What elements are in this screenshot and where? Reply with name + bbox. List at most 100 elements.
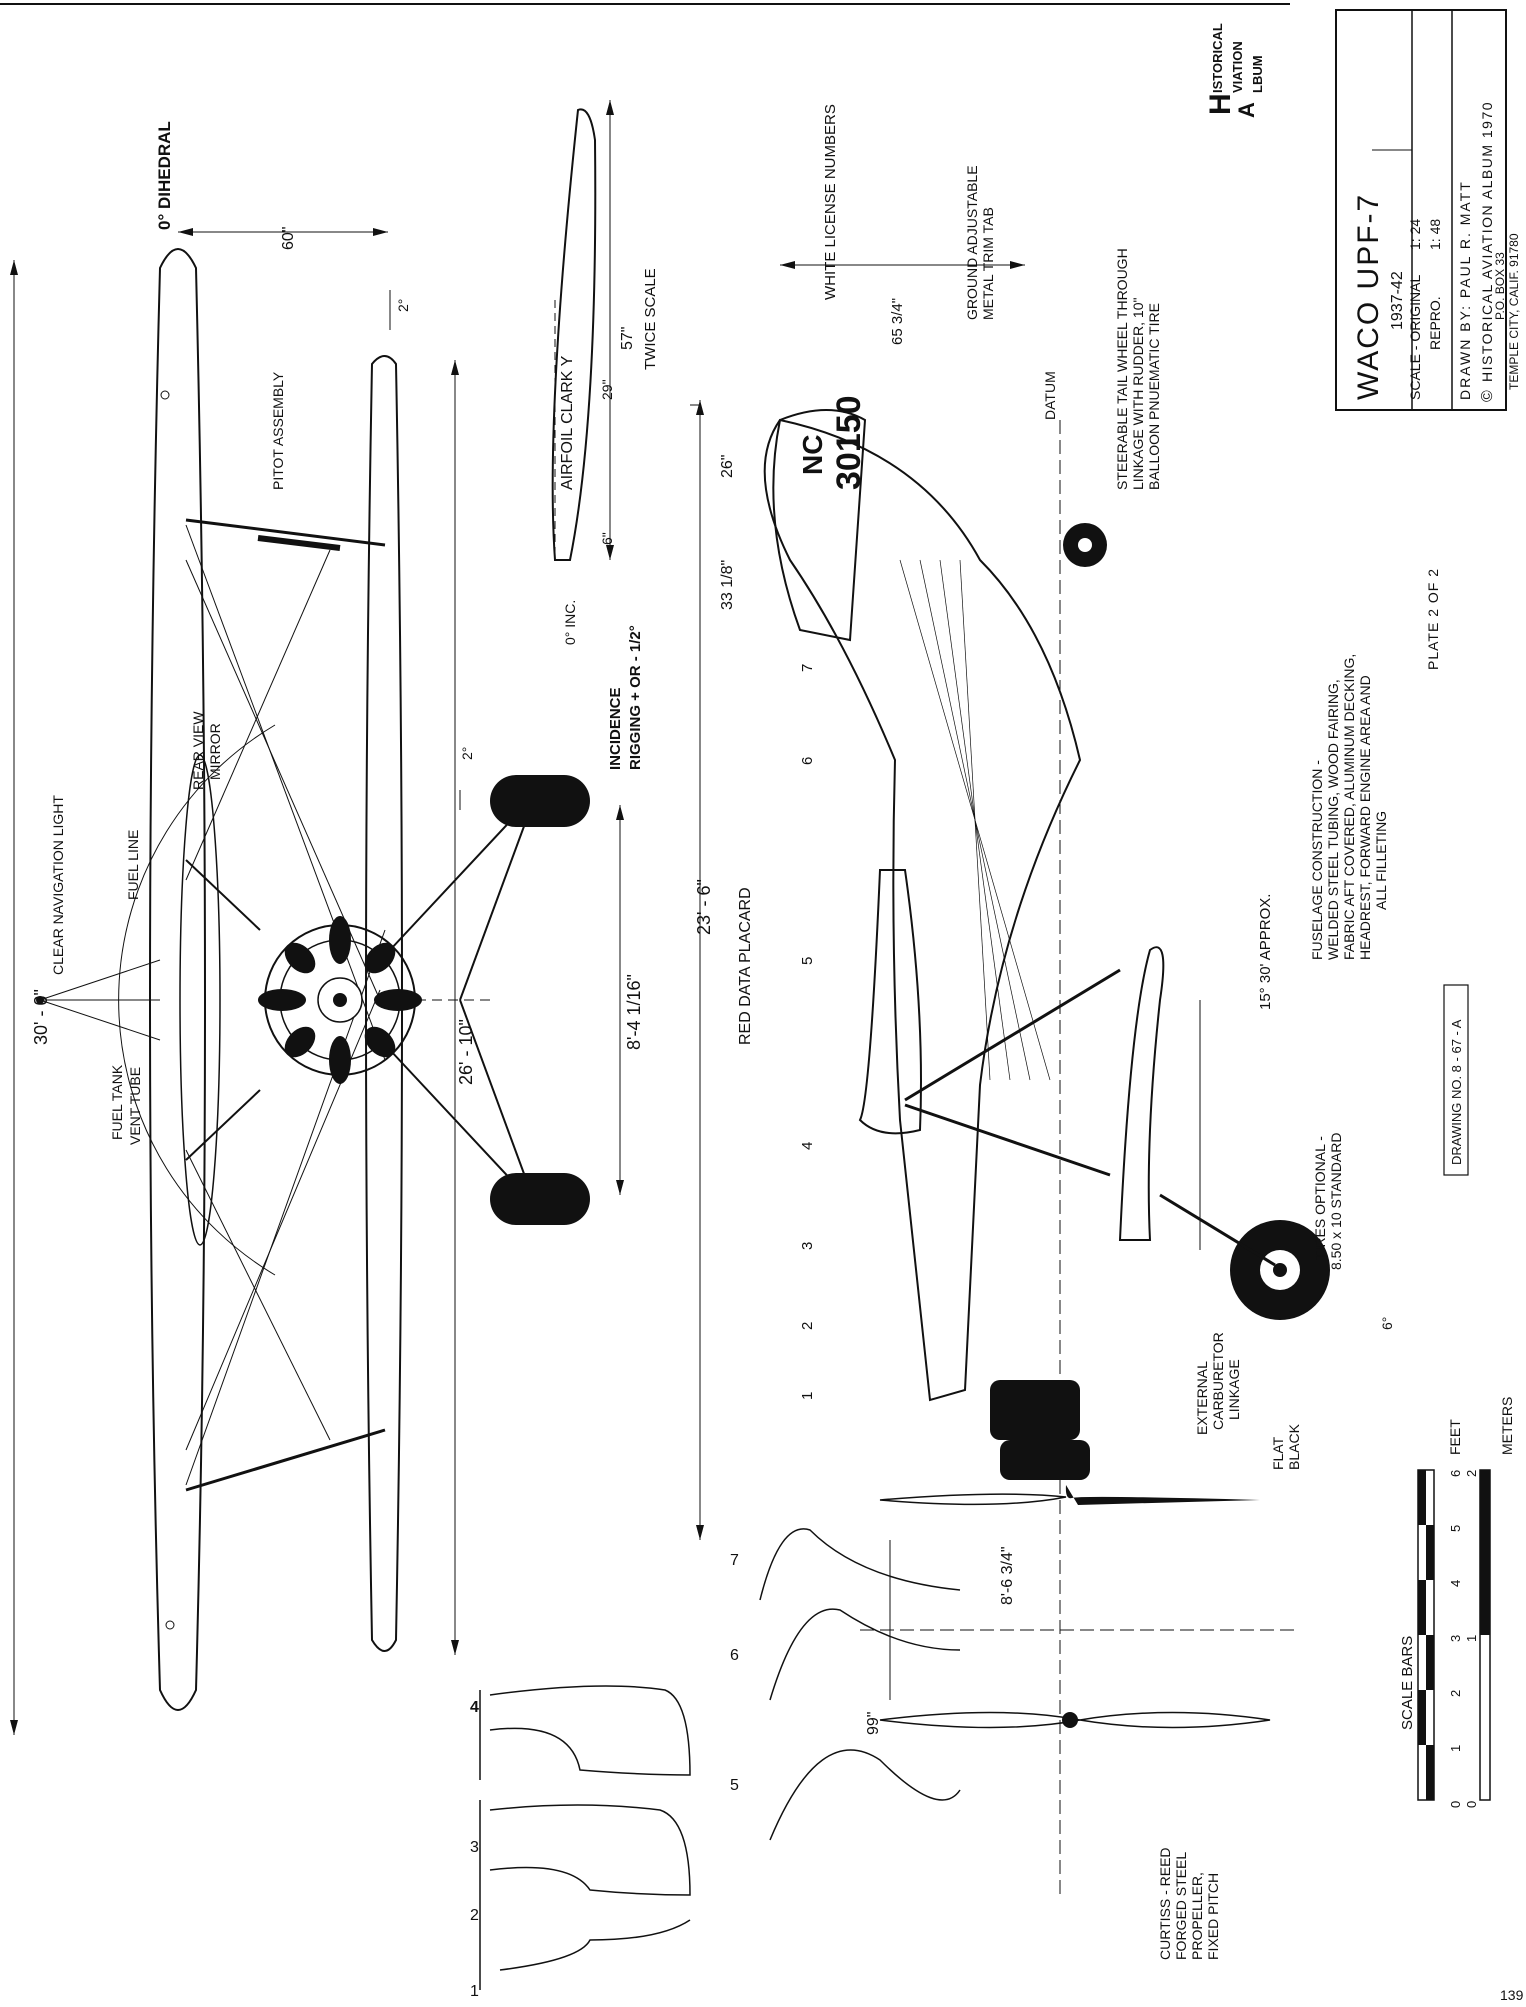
prop-note-1: CURTISS - REED	[1157, 1847, 1173, 1960]
section-labels: 4 3 2 1 7 6 5	[470, 1552, 739, 2000]
station-5: 5	[799, 957, 816, 965]
section-7-shape	[759, 1528, 961, 1601]
feet-tick-3: 3	[1448, 1635, 1463, 1642]
tail-dim: 33 1/8"	[719, 560, 736, 610]
stagger-gear-dim: 2°	[459, 747, 475, 760]
scale-original-value: 1: 24	[1407, 219, 1423, 250]
flat-black-label-2: BLACK	[1286, 1423, 1302, 1470]
carb-label-3: LINKAGE	[1226, 1359, 1242, 1420]
fuselage-note-2: WELDED STEEL TUBING, WOOD FAIRING,	[1325, 679, 1341, 960]
fin-height-dim: 65 3/4"	[889, 298, 906, 345]
tires-label-2: 8.50 x 10 STANDARD	[1328, 1133, 1344, 1270]
side-dimensions	[690, 261, 1300, 1700]
aircraft-years: 1937-42	[1389, 271, 1406, 330]
cross-sections	[479, 1528, 961, 1990]
section-4-shape	[489, 1685, 691, 1776]
tires-label-1: TIRES OPTIONAL -	[1312, 1136, 1328, 1260]
feet-tick-1: 1	[1448, 1745, 1463, 1752]
nav-light-label: CLEAR NAVIGATION LIGHT	[50, 795, 66, 975]
section-label-2: 2	[470, 1907, 479, 1924]
meter-tick-2: 2	[1464, 1470, 1479, 1477]
stagger-top-dim: 2°	[395, 299, 411, 312]
feet-unit: FEET	[1447, 1419, 1463, 1455]
feet-tick-5: 5	[1448, 1525, 1463, 1532]
feet-tick-0: 0	[1448, 1801, 1463, 1808]
scale-bars-title: SCALE BARS	[1399, 1636, 1416, 1730]
station-7: 7	[799, 664, 816, 672]
aircraft-title: WACO UPF-7	[1352, 193, 1385, 400]
section-3-shape	[489, 1804, 691, 1896]
prop-note-2: FORGED STEEL	[1173, 1852, 1189, 1960]
logo-line3: LBUM	[1250, 55, 1265, 93]
incidence-angle: 0° INC.	[562, 600, 578, 645]
rudder-dim: 26"	[719, 455, 736, 478]
front-view	[36, 248, 590, 1711]
meter-tick-zero: 0	[1464, 1801, 1479, 1808]
prop-tip-dim: 99"	[865, 1712, 882, 1735]
logo-initial-h: H	[1204, 93, 1237, 115]
side-view: NC 30150	[763, 395, 1330, 1900]
page-number: 139	[1500, 1987, 1524, 2003]
section-label-5: 5	[730, 1777, 739, 1794]
rigging-label-2: RIGGING + OR - 1/2°	[627, 625, 644, 770]
drawn-by: DRAWN BY: PAUL R. MATT	[1457, 180, 1473, 400]
wingspan-dim: 30' - 0"	[31, 989, 51, 1045]
airfoil-chord: 57"	[619, 327, 636, 350]
station-2: 2	[799, 1322, 816, 1330]
drawing-number: DRAWING NO. 8 - 67 - A	[1449, 1019, 1464, 1165]
logo-initial-a: A	[1234, 102, 1259, 118]
prop-note-3: PROPELLER,	[1189, 1872, 1205, 1960]
station-6: 6	[799, 757, 816, 765]
front-dimensions	[10, 228, 624, 1735]
datum-label: DATUM	[1042, 371, 1058, 420]
copyright: HISTORICAL AVIATION ALBUM 1970	[1479, 101, 1495, 382]
scale-original-label: SCALE - ORIGINAL	[1407, 275, 1423, 400]
airfoil-section	[551, 100, 614, 561]
mirror-label-2: MIRROR	[207, 723, 223, 780]
po-box: P.O. BOX 33	[1493, 252, 1507, 320]
carb-label-1: EXTERNAL	[1194, 1361, 1210, 1435]
carb-label-2: CARBURETOR	[1210, 1332, 1226, 1430]
section-label-4: 4	[470, 1699, 479, 1716]
red-placard-label: RED DATA PLACARD	[737, 887, 754, 1045]
fuselage-note-1: FUSELAGE CONSTRUCTION -	[1309, 760, 1325, 960]
trim-tab-label-2: METAL TRIM TAB	[980, 207, 996, 320]
fuselage-note-5: ALL FILLETING	[1373, 811, 1389, 910]
airfoil-name: AIRFOIL CLARK Y	[559, 355, 576, 490]
fuel-line-label: FUEL LINE	[125, 830, 141, 900]
section-5-shape	[769, 1749, 961, 1841]
tail-wheel-label-1: STEERABLE TAIL WHEEL THROUGH	[1114, 248, 1130, 490]
logo-line2: VIATION	[1230, 41, 1245, 93]
meters-unit: METERS	[1499, 1397, 1515, 1455]
airfoil-dim-6: 6"	[599, 532, 615, 545]
scale-repro-label: REPRO.	[1427, 296, 1443, 350]
section-label-7: 7	[730, 1552, 739, 1569]
tail-wheel-label-3: BALLOON PNUEMATIC TIRE	[1146, 303, 1162, 490]
tail-wheel-label-2: LINKAGE WITH RUDDER, 10"	[1130, 298, 1146, 490]
section-label-1: 1	[470, 1983, 479, 2000]
feet-tick-4: 4	[1448, 1580, 1463, 1587]
logo: H ISTORICAL VIATION LBUM A	[1204, 23, 1265, 118]
section-6-shape	[769, 1608, 961, 1701]
logo-line1: ISTORICAL	[1210, 23, 1225, 93]
trim-tab-label-1: GROUND ADJUSTABLE	[964, 165, 980, 320]
white-license-label: WHITE LICENSE NUMBERS	[822, 104, 839, 300]
station-1: 1	[799, 1392, 816, 1400]
scale-repro-value: 1: 48	[1427, 219, 1443, 250]
section-label-6: 6	[730, 1647, 739, 1664]
address-line: TEMPLE CITY, CALIF. 91780	[1507, 233, 1521, 390]
prop-note-4: FIXED PITCH	[1205, 1873, 1221, 1960]
dihedral-label: 0° DIHEDRAL	[155, 121, 174, 230]
track-dim: 8'-4 1/16"	[624, 974, 644, 1050]
tire-angle-dim: 6°	[1379, 1317, 1395, 1330]
section-2-shape	[499, 1919, 691, 1971]
lower-span-dim: 26' - 10"	[456, 1019, 476, 1085]
length-dim: 23' - 6"	[694, 879, 714, 935]
airfoil-dim-29: 29"	[599, 379, 615, 400]
license-number: 30150	[830, 395, 868, 490]
vent-tube-label-1: FUEL TANK	[109, 1064, 125, 1140]
ground-angle-dim: 15° 30' APPROX.	[1257, 894, 1274, 1010]
plate-number: PLATE 2 OF 2	[1425, 568, 1441, 670]
license-nc: NC	[797, 435, 828, 475]
